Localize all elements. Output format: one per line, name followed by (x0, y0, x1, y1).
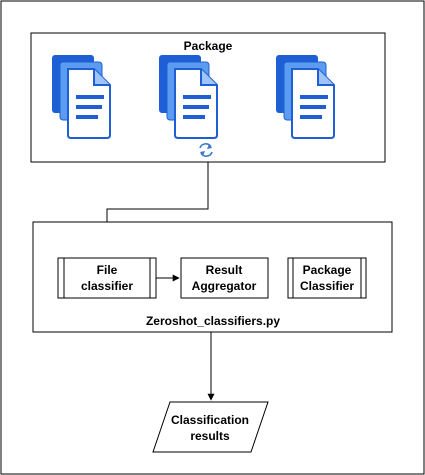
classification-results-label-line1: Classification (171, 413, 249, 427)
classification-results-label-line2: results (190, 429, 230, 443)
classification-results-shape: Classification results (152, 401, 269, 453)
zeroshot-title: Zeroshot_classifiers.py (146, 314, 280, 328)
result-aggregator-box: Result Aggregator (180, 257, 269, 299)
package-title: Package (184, 39, 233, 53)
result-aggregator-label-line2: Aggregator (192, 279, 257, 293)
package-classifier-label-line2: Classifier (300, 279, 354, 293)
file-classifier-box: File classifier (57, 257, 157, 299)
package-classifier-label-line1: Package (303, 263, 352, 277)
refresh-icon (199, 143, 213, 157)
package-classifier-box: Package Classifier (287, 257, 367, 299)
result-aggregator-label-line1: Result (206, 263, 243, 277)
file-classifier-label-line2: classifier (81, 279, 133, 293)
file-classifier-label-line1: File (97, 263, 118, 277)
